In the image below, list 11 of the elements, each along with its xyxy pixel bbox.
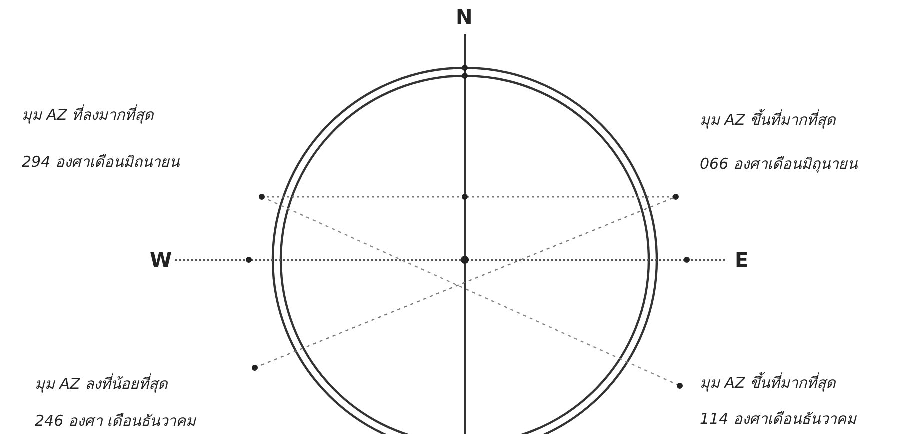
annotation-text: 066 องศาเดือนมิถุนายน [700, 155, 858, 173]
annotation-text: 246 องศา เดือนธันวาคม [35, 412, 196, 430]
annotation-text: มุม AZ ลงที่น้อยที่สุด [35, 375, 168, 393]
compass-letter: E [735, 249, 749, 271]
annotation-text: มุม AZ ที่ลงมากที่สุด [22, 106, 154, 124]
annotation-text: 114 องศาเดือนธันวาคม [700, 410, 856, 428]
annotation-text: มุม AZ ขึ้นที่มากที่สุด [700, 374, 836, 392]
compass-letter: W [150, 249, 172, 271]
annotation-text: 294 องศาเดือนมิถนายน [22, 153, 180, 171]
compass-letter: N [456, 6, 473, 28]
annotation-text: มุม AZ ขึ้นที่มากที่สุด [700, 111, 836, 129]
